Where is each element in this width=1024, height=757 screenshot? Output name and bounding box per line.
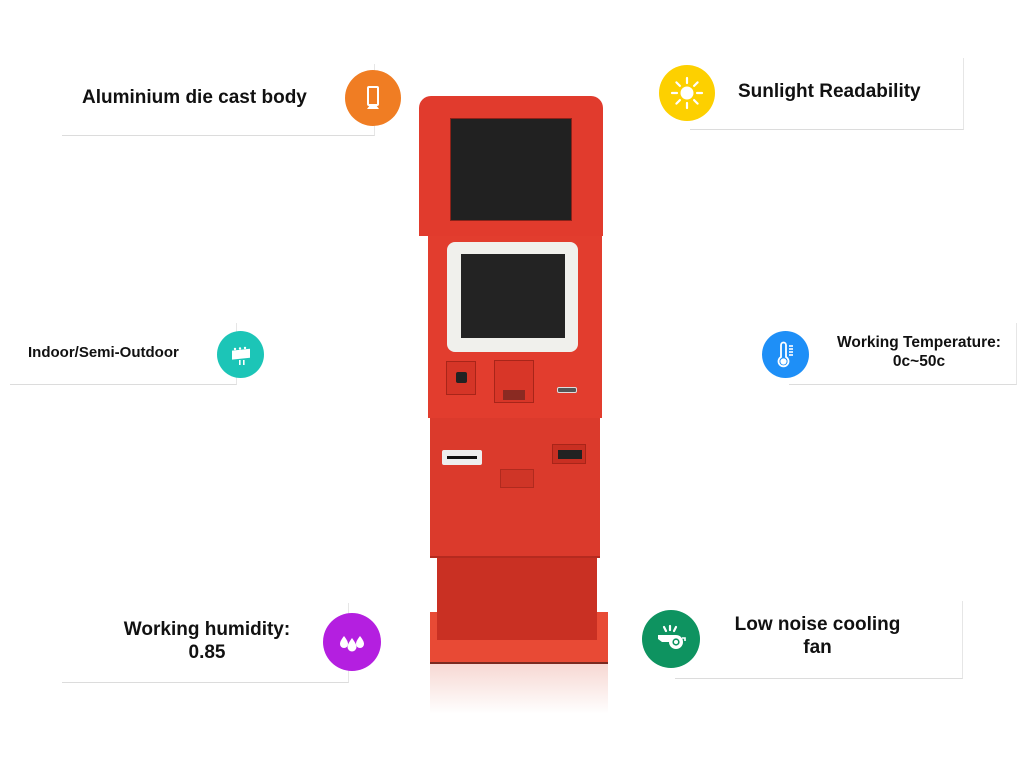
- feature-card-cooling: Low noise cooling fan: [675, 601, 963, 679]
- kiosk-base: [430, 612, 608, 664]
- kiosk-top-panel: [419, 96, 603, 236]
- feature-card-body: Aluminium die cast body: [62, 64, 375, 136]
- touchscreen-bezel: [447, 242, 578, 352]
- feature-label-temperature: Working Temperature: 0c~50c: [837, 334, 1001, 370]
- kiosk-middle-cabinet: [430, 416, 600, 558]
- bill-acceptor: [552, 444, 586, 464]
- feature-label-indoor: Indoor/Semi-Outdoor: [28, 344, 179, 361]
- barcode-scanner: [446, 361, 476, 395]
- floor-reflection: [430, 664, 608, 714]
- whistle-icon: [642, 610, 700, 668]
- feature-label-sunlight: Sunlight Readability: [738, 81, 921, 102]
- feature-label-humidity: Working humidity: 0.85: [123, 619, 291, 663]
- feature-label-cooling: Low noise cooling fan: [734, 614, 901, 658]
- feature-card-temperature: Working Temperature: 0c~50c: [789, 323, 1017, 385]
- advertising-screen: [450, 118, 572, 221]
- sun-icon: [659, 65, 715, 121]
- feature-card-sunlight: Sunlight Readability: [690, 58, 964, 130]
- thermometer-icon: [762, 331, 809, 378]
- printer-recess: [494, 360, 534, 403]
- kiosk-upper-body: [428, 232, 602, 418]
- coin-slot: [557, 387, 577, 393]
- receipt-slot: [500, 469, 534, 488]
- feature-card-indoor: Indoor/Semi-Outdoor: [10, 323, 237, 385]
- feature-label-body: Aluminium die cast body: [82, 87, 307, 108]
- kiosk-lower-cabinet: [437, 555, 597, 640]
- water-drops-icon: [323, 613, 381, 671]
- billboard-icon: [217, 331, 264, 378]
- kiosk-icon: [345, 70, 401, 126]
- touchscreen: [461, 254, 565, 338]
- feature-card-humidity: Working humidity: 0.85: [62, 603, 349, 683]
- card-slot: [442, 450, 482, 465]
